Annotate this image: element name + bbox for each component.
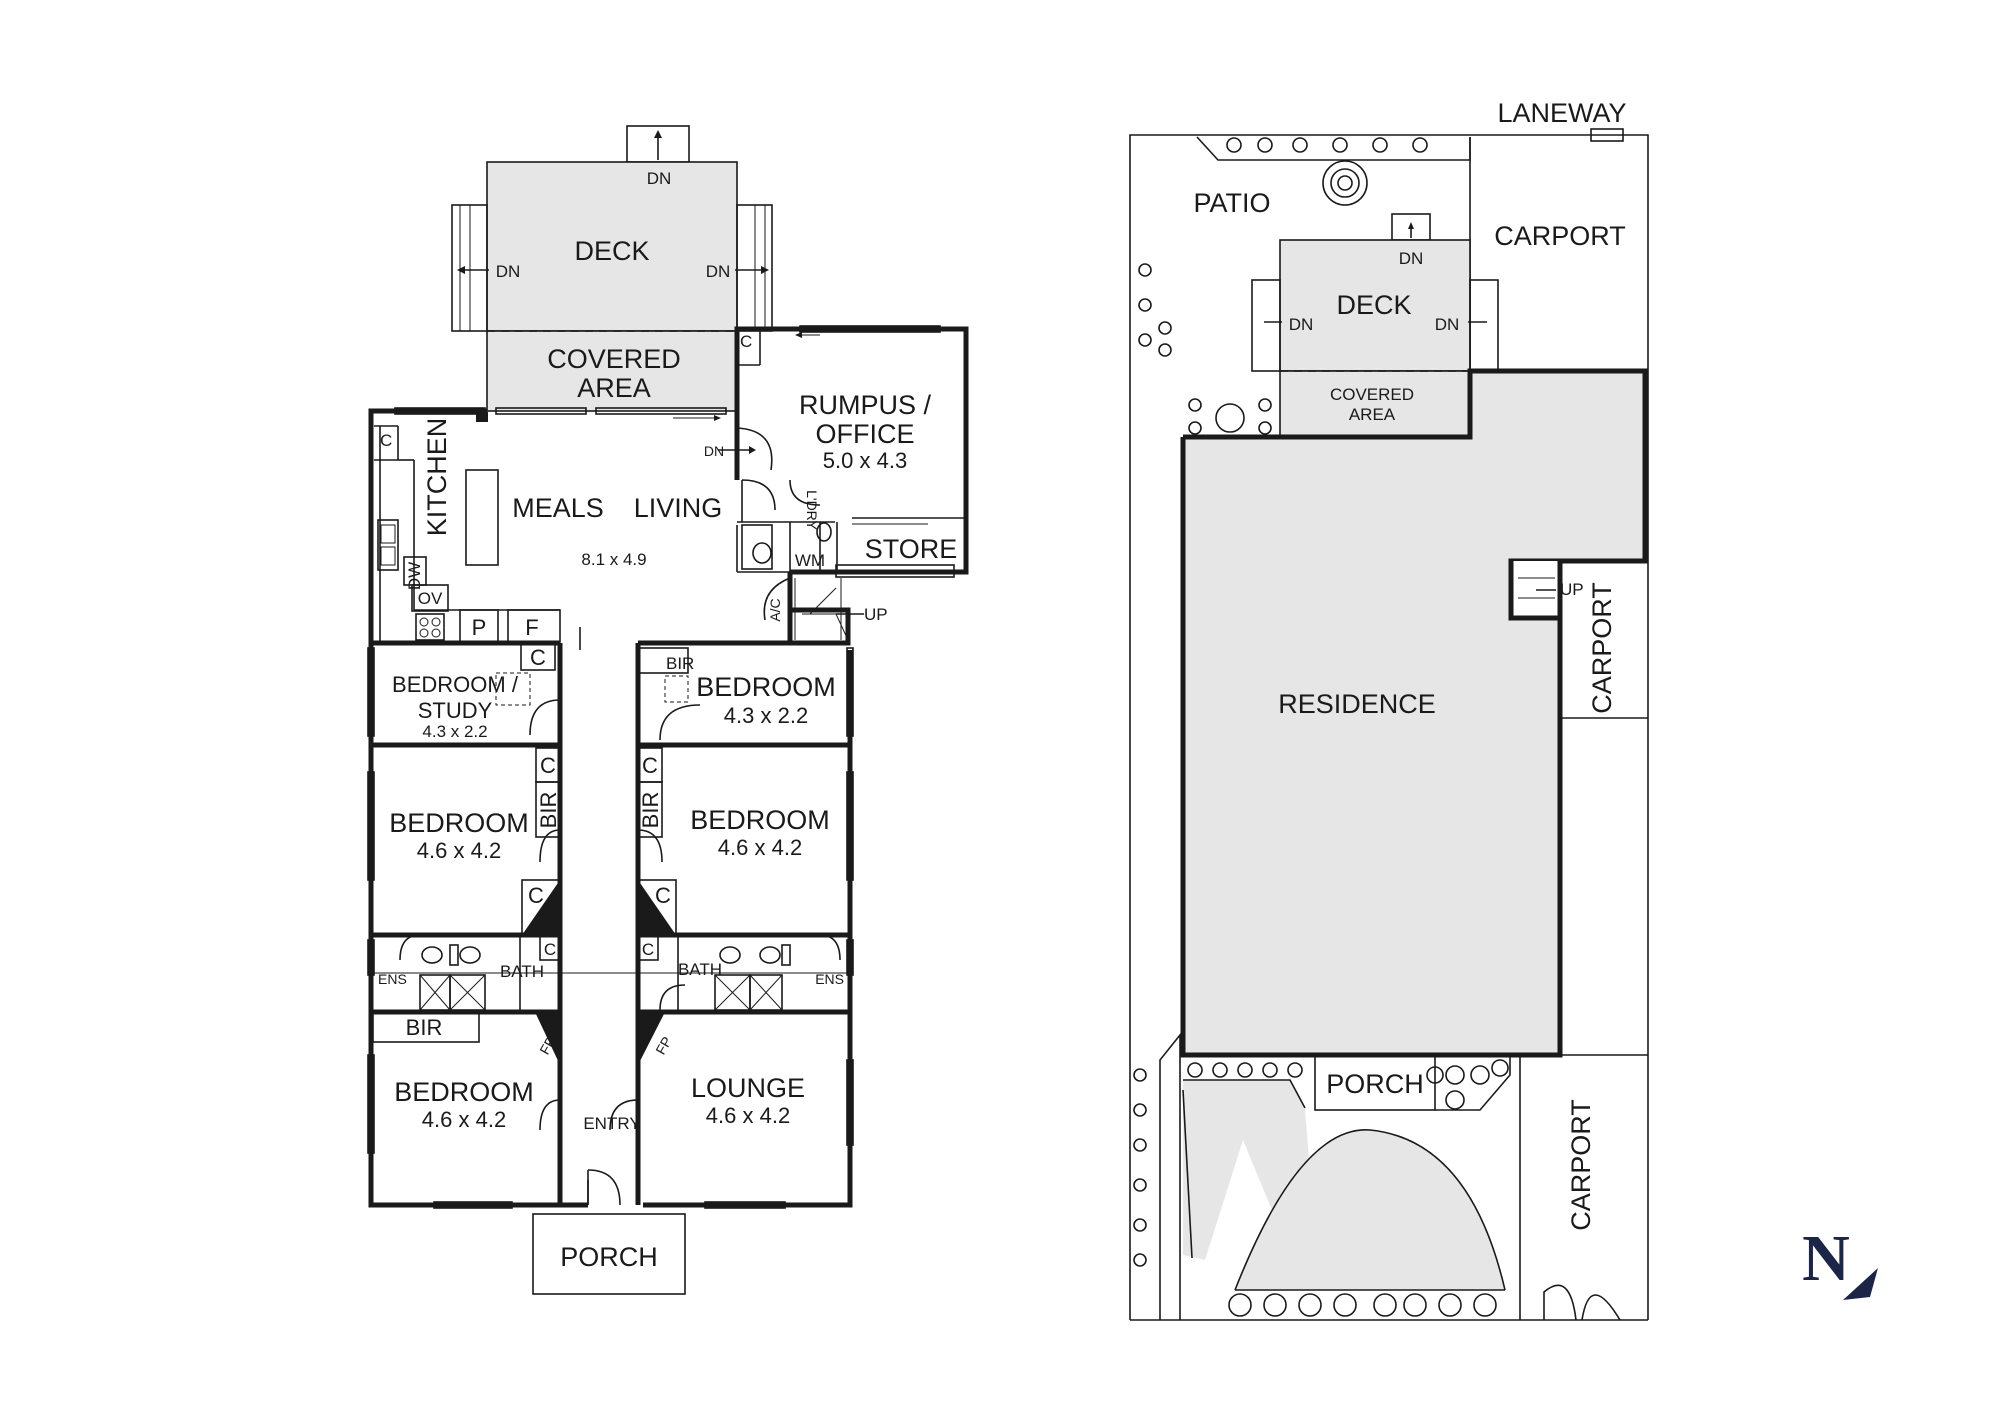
bedroom-sw-bir: BIR	[406, 1015, 443, 1040]
kitchen-cupboard: C	[380, 431, 392, 450]
bedroom-w-cupboard: C	[540, 753, 556, 778]
bath-w-cupboard-2: C	[544, 940, 556, 959]
rumpus-cupboard: C	[740, 332, 752, 351]
residence-label: RESIDENCE	[1278, 689, 1436, 719]
north-icon: N	[1802, 1222, 1850, 1295]
meals-label: MEALS	[512, 493, 604, 523]
porch-label: PORCH	[560, 1242, 658, 1272]
shrub-icons	[1133, 137, 1509, 1317]
study-label-1: BEDROOM /	[392, 672, 519, 697]
carport-south-label: CARPORT	[1566, 1099, 1596, 1231]
floor-plan: DN DECK DN DN COVERED AREA	[367, 125, 969, 1295]
site-plan: LANEWAY PATIO CARPORT DN DECK DN DN COVE…	[1129, 98, 1649, 1321]
carport-east-label: CARPORT	[1587, 582, 1617, 714]
site-boundary	[1129, 134, 1649, 1320]
deck-label: DECK	[574, 236, 649, 266]
oven-label: OV	[418, 589, 443, 608]
kitchen-label: KITCHEN	[422, 418, 452, 537]
ac-label: A/C	[767, 598, 783, 621]
rumpus-dn: DN	[704, 443, 724, 459]
cooktop-icon	[415, 613, 445, 641]
laundry-label: L'DRY	[804, 490, 820, 530]
kitchen-island	[465, 469, 499, 566]
store-label: STORE	[865, 534, 958, 564]
bath-e-cupboard-1: C	[655, 883, 671, 908]
ensuite-e-label: ENS	[815, 971, 844, 987]
rumpus-dimensions: 5.0 x 4.3	[823, 448, 907, 473]
site-deck-label: DECK	[1336, 290, 1411, 320]
outer-wall-east	[643, 650, 853, 1208]
covered-area	[487, 331, 737, 411]
bedroom-w-dimensions: 4.6 x 4.2	[417, 838, 501, 863]
porch-area	[532, 1213, 686, 1295]
fireplace-e-label: FP	[652, 1034, 675, 1057]
deck-dn-left: DN	[496, 262, 521, 281]
deck-dn-top: DN	[647, 169, 672, 188]
bedroom-w-label: BEDROOM	[389, 808, 529, 838]
bedroom-e-cupboard: C	[642, 753, 658, 778]
bedroom-e-dimensions: 4.6 x 4.2	[718, 835, 802, 860]
bedroom-sw-dimensions: 4.6 x 4.2	[422, 1107, 506, 1132]
deck-area	[487, 162, 737, 331]
bedroom-ne-dimensions: 4.3 x 2.2	[724, 703, 808, 728]
study-label-2: STUDY	[418, 698, 493, 723]
covered-area-label-2: AREA	[577, 373, 651, 403]
lounge-dimensions: 4.6 x 4.2	[706, 1103, 790, 1128]
rumpus-label-1: RUMPUS /	[799, 390, 932, 420]
bedroom-ne-bir: BIR	[666, 654, 694, 673]
front-lawn	[1235, 1129, 1505, 1290]
entry-label: ENTRY	[583, 1114, 640, 1133]
bath-e-cupboard-2: C	[642, 940, 654, 959]
bath-w-cupboard-1: C	[528, 883, 544, 908]
study-dimensions: 4.3 x 2.2	[422, 722, 487, 741]
site-deck-dn-right: DN	[1435, 315, 1460, 334]
bedroom-w-bir: BIR	[536, 792, 561, 829]
lounge-label: LOUNGE	[691, 1073, 805, 1103]
living-dimensions: 8.1 x 4.9	[581, 550, 646, 569]
living-label: LIVING	[634, 493, 723, 523]
site-deck-dn-left: DN	[1289, 315, 1314, 334]
site-up-label: UP	[1560, 580, 1584, 599]
carport-north-label: CARPORT	[1494, 221, 1626, 251]
patio-label: PATIO	[1193, 188, 1270, 218]
site-deck-dn-top: DN	[1399, 249, 1424, 268]
deck-dn-right: DN	[706, 262, 731, 281]
residence-footprint	[1183, 371, 1645, 1055]
bedroom-e-bir: BIR	[638, 792, 663, 829]
fireplace-w-label: FP	[536, 1034, 559, 1057]
dishwasher-label: DW	[405, 562, 424, 590]
sink-icon	[377, 519, 399, 571]
outer-wall-west	[368, 408, 588, 1208]
study-cupboard: C	[530, 645, 546, 670]
service-up: UP	[864, 605, 888, 624]
bedroom-sw-label: BEDROOM	[394, 1077, 534, 1107]
bath-e-label: BATH	[678, 960, 722, 979]
rumpus-label-2: OFFICE	[816, 419, 915, 449]
site-porch-label: PORCH	[1326, 1069, 1424, 1099]
site-covered-label-2: AREA	[1349, 405, 1396, 424]
fridge-label: F	[525, 615, 538, 640]
pantry-label: P	[472, 615, 487, 640]
bath-w-label: BATH	[500, 962, 544, 981]
washing-machine-label: WM	[795, 551, 825, 570]
ensuite-w-label: ENS	[378, 971, 407, 987]
rumpus-walls	[734, 326, 969, 575]
laneway-label: LANEWAY	[1497, 98, 1626, 128]
site-covered-label-1: COVERED	[1330, 385, 1414, 404]
bedroom-e-label: BEDROOM	[690, 805, 830, 835]
compass-arrow-icon	[1843, 1268, 1878, 1300]
north-compass: N	[1802, 1222, 1878, 1300]
covered-area-label-1: COVERED	[547, 344, 681, 374]
bedroom-ne-label: BEDROOM	[696, 672, 836, 702]
